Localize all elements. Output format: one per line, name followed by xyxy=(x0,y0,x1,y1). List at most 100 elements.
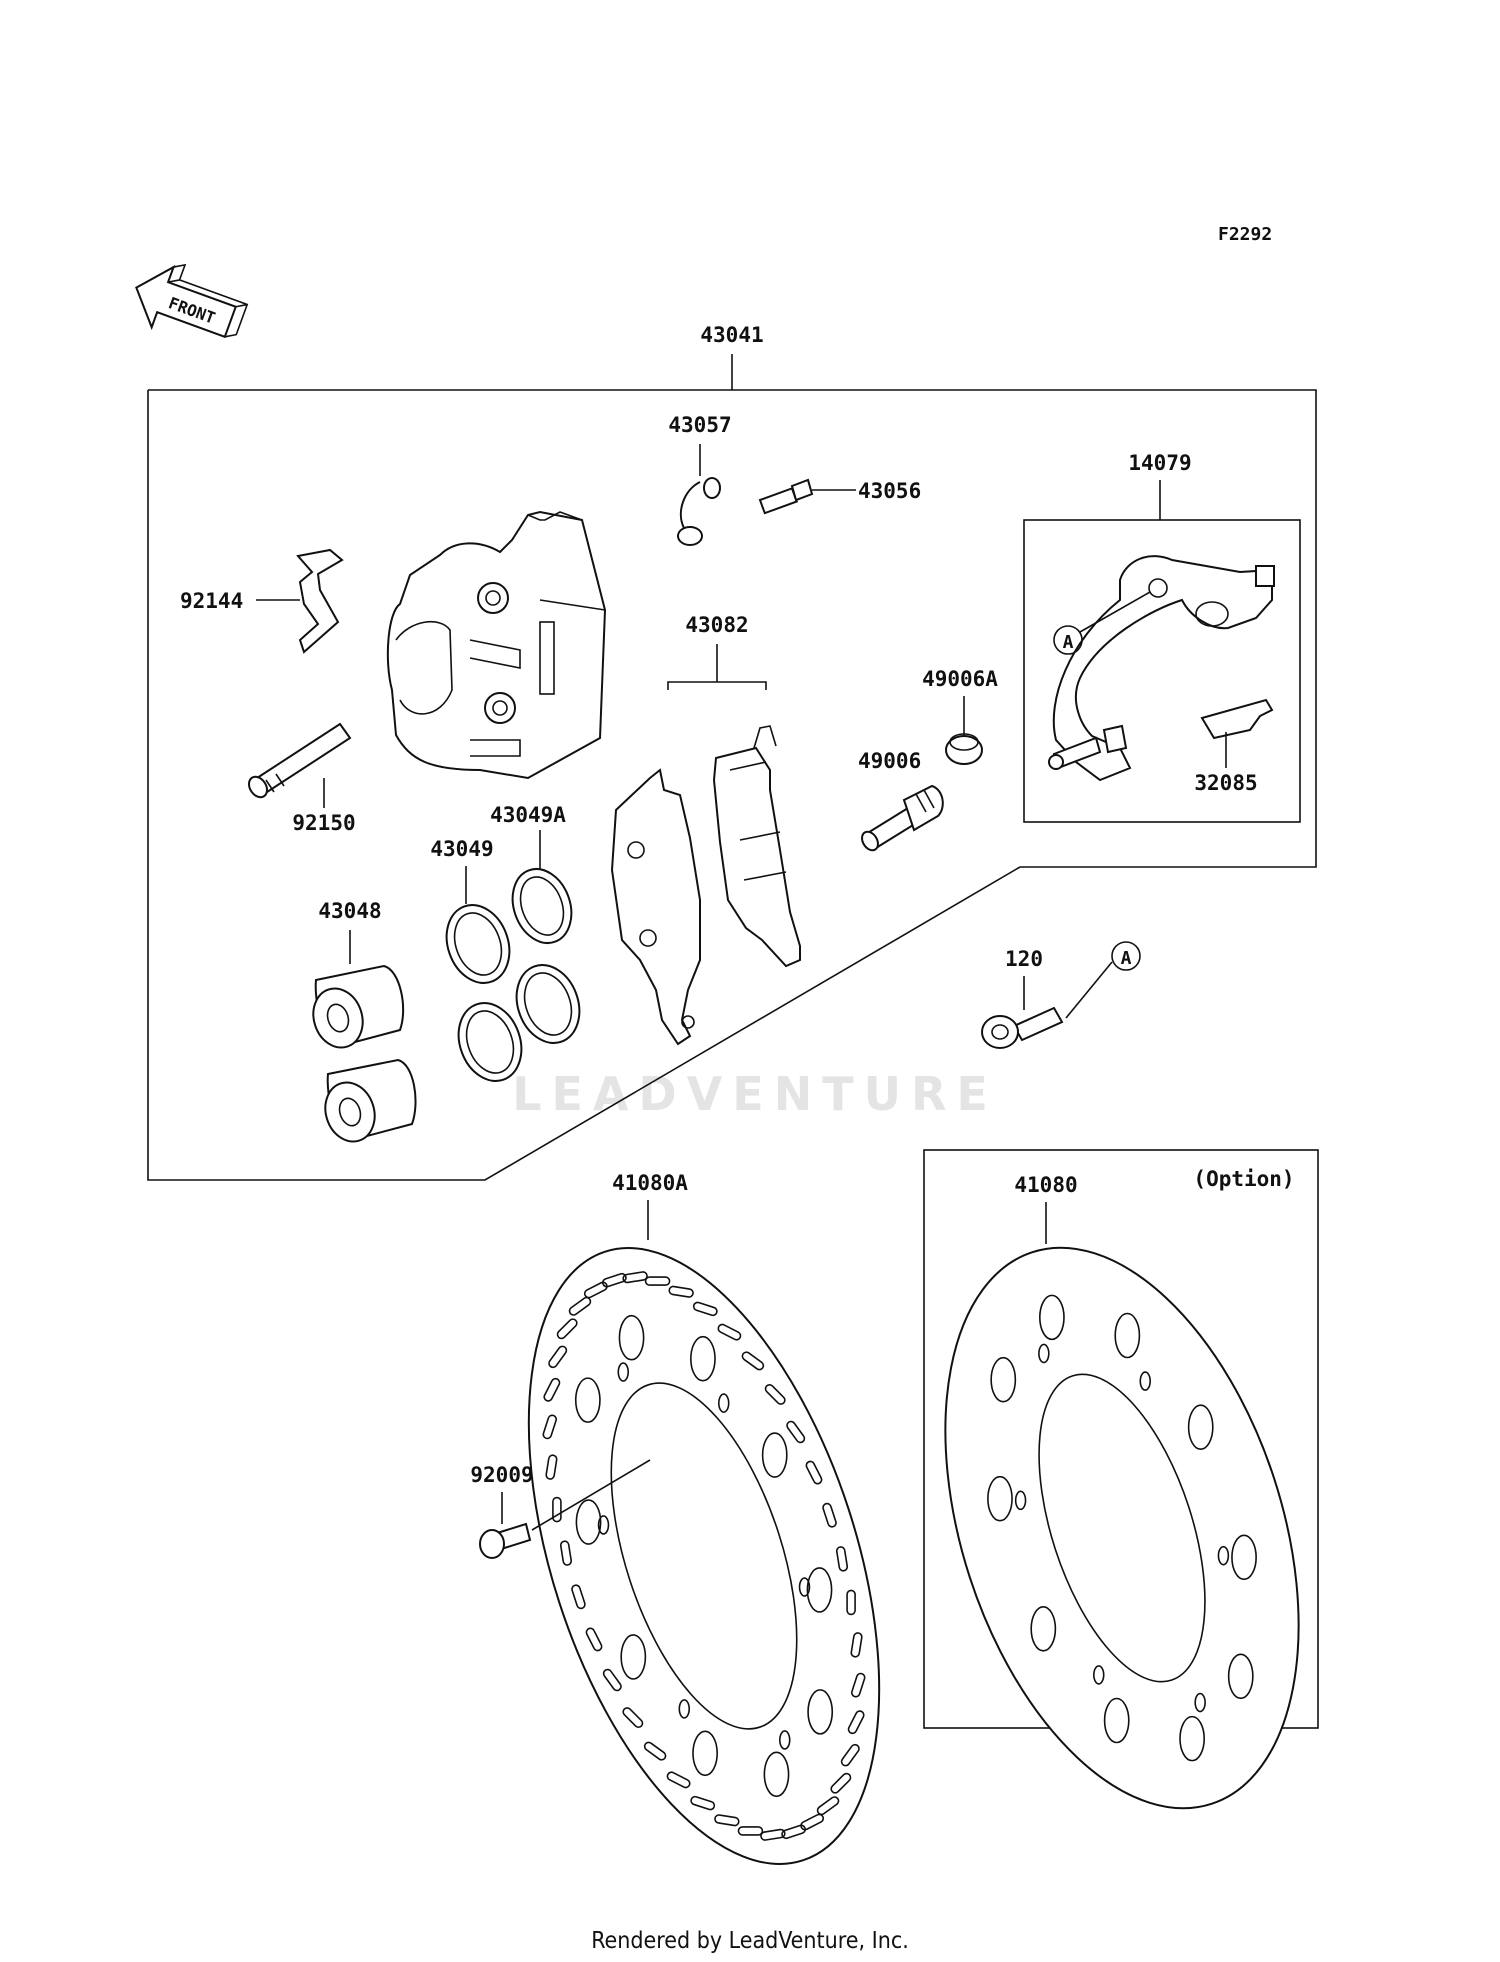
ref-marker-a-bolt-text: A xyxy=(1121,948,1132,969)
label-49006A: 49006A xyxy=(922,667,998,691)
disc-slot xyxy=(583,1281,608,1299)
disc-hole xyxy=(575,1499,602,1545)
disc-hole xyxy=(1217,1545,1230,1566)
disc-slot xyxy=(830,1772,852,1794)
disc-hole xyxy=(1038,1294,1065,1341)
figure-code: F2292 xyxy=(1218,224,1272,245)
disc-slot xyxy=(559,1540,573,1566)
part-43048-piston xyxy=(312,930,417,1143)
footer-credit: Rendered by LeadVenture, Inc. xyxy=(591,1928,909,1954)
label-41080A: 41080A xyxy=(612,1171,688,1195)
part-92144-clip xyxy=(256,548,344,654)
disc-hole xyxy=(806,1567,833,1613)
disc-slot xyxy=(585,1627,603,1652)
disc-slot xyxy=(741,1351,765,1371)
disc-hole xyxy=(1030,1606,1057,1652)
disc-slot xyxy=(542,1414,558,1440)
disc-hole xyxy=(618,1314,645,1361)
disc-slot xyxy=(552,1496,562,1523)
disc-hole xyxy=(597,1515,610,1535)
disc-hole xyxy=(1139,1371,1151,1391)
label-92150: 92150 xyxy=(292,811,355,835)
disc-slot xyxy=(643,1741,667,1761)
disc-hole xyxy=(987,1475,1013,1522)
label-41080: 41080 xyxy=(1014,1173,1077,1197)
disc-hole xyxy=(1038,1343,1050,1364)
disc-slot xyxy=(690,1795,716,1811)
disc-slot xyxy=(668,1285,694,1298)
disc-slot xyxy=(601,1272,627,1288)
label-43082: 43082 xyxy=(685,613,748,637)
disc-hole xyxy=(798,1577,811,1597)
part-43082-brake-pads xyxy=(610,644,801,1046)
part-120-bolt xyxy=(981,961,1113,1049)
disc-slot xyxy=(786,1420,806,1444)
ref-marker-a-bracket-text: A xyxy=(1063,632,1074,653)
disc-hole xyxy=(690,1335,716,1382)
disc-slot xyxy=(850,1632,863,1658)
ref-marker-a-bracket: A xyxy=(1053,591,1151,655)
part-41080-disc xyxy=(944,1202,1300,1810)
part-43057-fitting xyxy=(677,444,721,546)
label-32085: 32085 xyxy=(1194,771,1257,795)
disc-slot xyxy=(622,1271,648,1284)
disc-slot xyxy=(644,1276,671,1286)
part-43056-bleeder-valve xyxy=(758,478,856,515)
disc-hole xyxy=(807,1689,834,1735)
disc-hole xyxy=(779,1730,791,1750)
disc-hole xyxy=(761,1432,788,1478)
disc-slot xyxy=(622,1707,644,1729)
part-14079-bracket xyxy=(1048,555,1275,782)
part-49006A-boot xyxy=(945,696,983,765)
label-14079: 14079 xyxy=(1128,451,1191,475)
disc-slot xyxy=(781,1824,807,1840)
watermark: LEADVENTURE xyxy=(512,1067,998,1121)
disc-slot xyxy=(548,1345,568,1369)
disc-hole xyxy=(620,1634,647,1680)
caliper-assembly-frame xyxy=(147,354,1317,1181)
label-92009: 92009 xyxy=(470,1463,533,1487)
part-49006-slide-pin xyxy=(861,784,944,852)
label-43049A: 43049A xyxy=(490,803,566,827)
label-43048: 43048 xyxy=(318,899,381,923)
disc-slot xyxy=(764,1383,786,1405)
disc-slot xyxy=(571,1584,586,1610)
disc-slot xyxy=(545,1454,558,1480)
ref-marker-a-bolt: A xyxy=(1111,941,1141,971)
disc-hole xyxy=(1187,1404,1214,1450)
part-32085-clip xyxy=(1200,698,1274,768)
disc-hole xyxy=(574,1377,601,1423)
disc-hole xyxy=(1093,1665,1105,1685)
label-43057: 43057 xyxy=(668,413,731,437)
part-92009-screw xyxy=(479,1459,651,1559)
disc-hole xyxy=(1231,1534,1257,1581)
disc-slot xyxy=(666,1771,691,1789)
disc-hole xyxy=(1014,1490,1027,1511)
disc-slot xyxy=(800,1813,825,1831)
part-41080A-disc xyxy=(527,1200,881,1865)
part-43049A-seal xyxy=(511,830,573,944)
disc-hole xyxy=(1114,1312,1141,1359)
disc-slot xyxy=(692,1301,718,1317)
disc-slot xyxy=(568,1296,592,1316)
disc-slot xyxy=(835,1546,849,1572)
disc-hole xyxy=(692,1730,718,1777)
disc-hole xyxy=(717,1393,730,1413)
disc-hole xyxy=(1227,1653,1254,1700)
front-arrow-icon: FRONT xyxy=(135,263,249,339)
label-92144: 92144 xyxy=(180,589,243,613)
disc-hole xyxy=(763,1751,790,1798)
label-49006: 49006 xyxy=(858,749,921,773)
disc-slot xyxy=(737,1826,764,1836)
part-caliper-body xyxy=(386,510,607,780)
disc-slot xyxy=(543,1377,561,1402)
disc-hole xyxy=(990,1356,1017,1403)
disc-slot xyxy=(850,1672,866,1698)
label-120: 120 xyxy=(1005,947,1043,971)
disc-hole xyxy=(678,1699,691,1719)
label-43056: 43056 xyxy=(858,479,921,503)
disc-slot xyxy=(602,1668,622,1692)
disc-slot xyxy=(816,1796,840,1816)
option-label: (Option) xyxy=(1193,1167,1294,1191)
